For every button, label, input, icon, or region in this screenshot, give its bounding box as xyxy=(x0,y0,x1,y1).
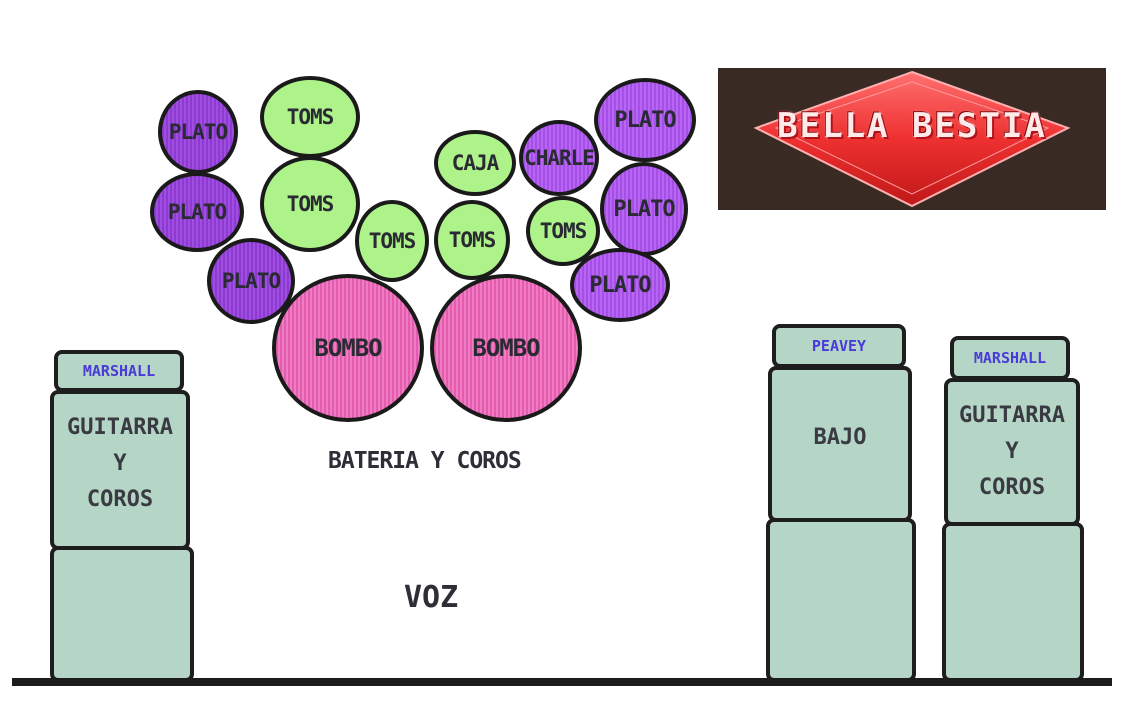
amp-cabinet-right-bottom xyxy=(942,522,1084,682)
bass-drum-bombo-2: BOMBO xyxy=(430,274,582,422)
cymbal-plato-4: PLATO xyxy=(594,78,696,162)
cymbal-plato-5: PLATO xyxy=(600,162,688,256)
tom-3: TOMS xyxy=(355,200,429,282)
amp-cabinet-left-top: GUITARRA Y COROS xyxy=(50,390,190,550)
bass-drum-bombo-1: BOMBO xyxy=(272,274,424,422)
amp-role-label: GUITARRA Y COROS xyxy=(67,415,173,512)
amp-role-label: BAJO xyxy=(813,425,867,450)
drum-label: TOMS xyxy=(368,229,417,253)
amp-head-middle: PEAVEY xyxy=(772,324,906,368)
amp-head-left: MARSHALL xyxy=(54,350,184,392)
amp-cabinet-middle-top: BAJO xyxy=(768,366,912,522)
vocal-label: VOZ xyxy=(404,580,459,615)
amp-head-right: MARSHALL xyxy=(950,336,1070,380)
band-logo: BELLA BESTIA xyxy=(718,68,1106,210)
cymbal-plato-2: PLATO xyxy=(150,172,244,252)
stage-floor-line xyxy=(12,678,1112,686)
hihat-charle: CHARLE xyxy=(519,120,599,196)
drum-label: CHARLE xyxy=(524,146,595,170)
cymbal-plato-6: PLATO xyxy=(570,248,670,322)
drum-label: PLATO xyxy=(613,196,675,222)
cymbal-plato-3: PLATO xyxy=(207,238,295,324)
tom-1: TOMS xyxy=(260,76,360,158)
drum-label: PLATO xyxy=(221,269,281,293)
drum-label: CAJA xyxy=(451,151,500,175)
drum-label: TOMS xyxy=(448,228,497,252)
amp-brand-label: MARSHALL xyxy=(973,349,1047,367)
drum-label: TOMS xyxy=(539,219,588,243)
amp-brand-label: PEAVEY xyxy=(811,337,867,355)
drum-label: PLATO xyxy=(589,272,651,298)
tom-4: TOMS xyxy=(434,200,510,280)
logo-text: BELLA BESTIA xyxy=(777,106,1047,146)
drum-label: TOMS xyxy=(286,105,335,129)
amp-cabinet-left-bottom xyxy=(50,546,194,682)
snare-caja: CAJA xyxy=(434,130,516,196)
amp-cabinet-middle-bottom xyxy=(766,518,916,682)
drum-label: PLATO xyxy=(614,107,676,133)
drum-label: BOMBO xyxy=(314,334,382,362)
drum-label: TOMS xyxy=(286,192,335,216)
amp-cabinet-right-top: GUITARRA Y COROS xyxy=(944,378,1080,526)
drums-caption: BATERIA Y COROS xyxy=(328,448,522,474)
tom-2: TOMS xyxy=(260,156,360,252)
drum-label: BOMBO xyxy=(472,334,540,362)
amp-role-label: GUITARRA Y COROS xyxy=(959,403,1065,500)
amp-brand-label: MARSHALL xyxy=(82,362,156,380)
logo-diamond-icon xyxy=(753,70,1071,208)
tom-5: TOMS xyxy=(526,196,600,266)
drum-label: PLATO xyxy=(167,200,227,224)
drum-label: PLATO xyxy=(168,120,228,144)
cymbal-plato-1: PLATO xyxy=(158,90,238,174)
